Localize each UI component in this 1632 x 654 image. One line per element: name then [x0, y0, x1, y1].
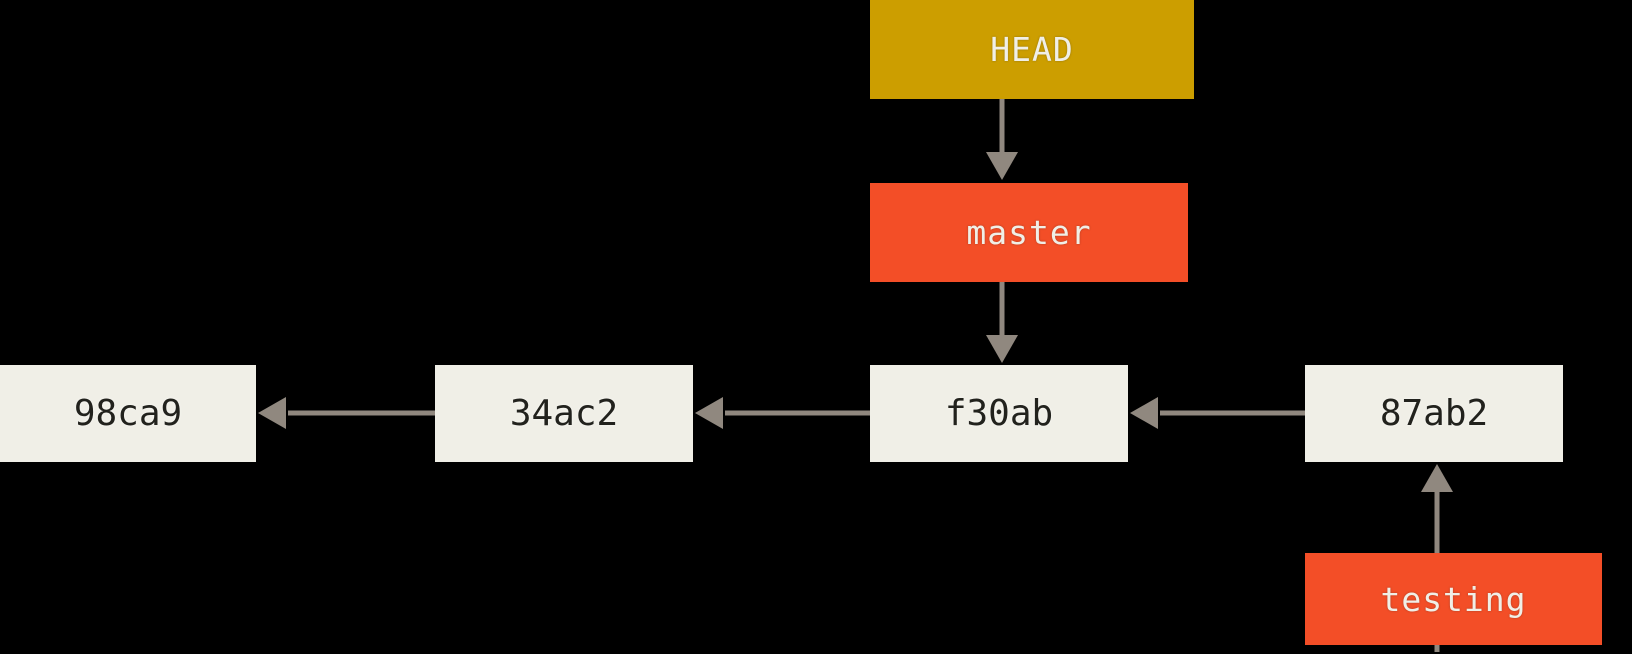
- head-pointer-label: HEAD: [990, 30, 1074, 69]
- branch-master-label: master: [966, 213, 1092, 252]
- commit-87ab2-label: 87ab2: [1379, 393, 1489, 434]
- branch-master-box: master: [870, 183, 1188, 282]
- head-pointer-box: HEAD: [870, 0, 1194, 99]
- commit-f30ab-box: f30ab: [870, 365, 1128, 462]
- arrow-master-to-f30ab-head: [986, 335, 1018, 363]
- commit-98ca9-box: 98ca9: [0, 365, 256, 462]
- arrow-testing-to-87ab2-head: [1421, 464, 1453, 492]
- arrow-87ab2-to-f30ab: [1130, 397, 1320, 429]
- arrow-34ac2-to-98ca9-head: [258, 397, 286, 429]
- branch-testing-box: testing: [1305, 553, 1602, 645]
- arrow-87ab2-to-f30ab-head: [1130, 397, 1158, 429]
- arrow-head-to-master: [986, 92, 1018, 180]
- arrow-master-to-f30ab: [986, 278, 1018, 363]
- commit-98ca9-label: 98ca9: [73, 393, 183, 434]
- branch-testing-label: testing: [1380, 579, 1527, 619]
- arrow-f30ab-to-34ac2: [695, 397, 885, 429]
- arrow-34ac2-to-98ca9: [258, 397, 450, 429]
- arrow-head-to-master-head: [986, 152, 1018, 180]
- commit-34ac2-label: 34ac2: [509, 393, 619, 434]
- arrow-f30ab-to-34ac2-head: [695, 397, 723, 429]
- commit-87ab2-box: 87ab2: [1305, 365, 1563, 462]
- commit-34ac2-box: 34ac2: [435, 365, 693, 462]
- commit-f30ab-label: f30ab: [944, 393, 1054, 434]
